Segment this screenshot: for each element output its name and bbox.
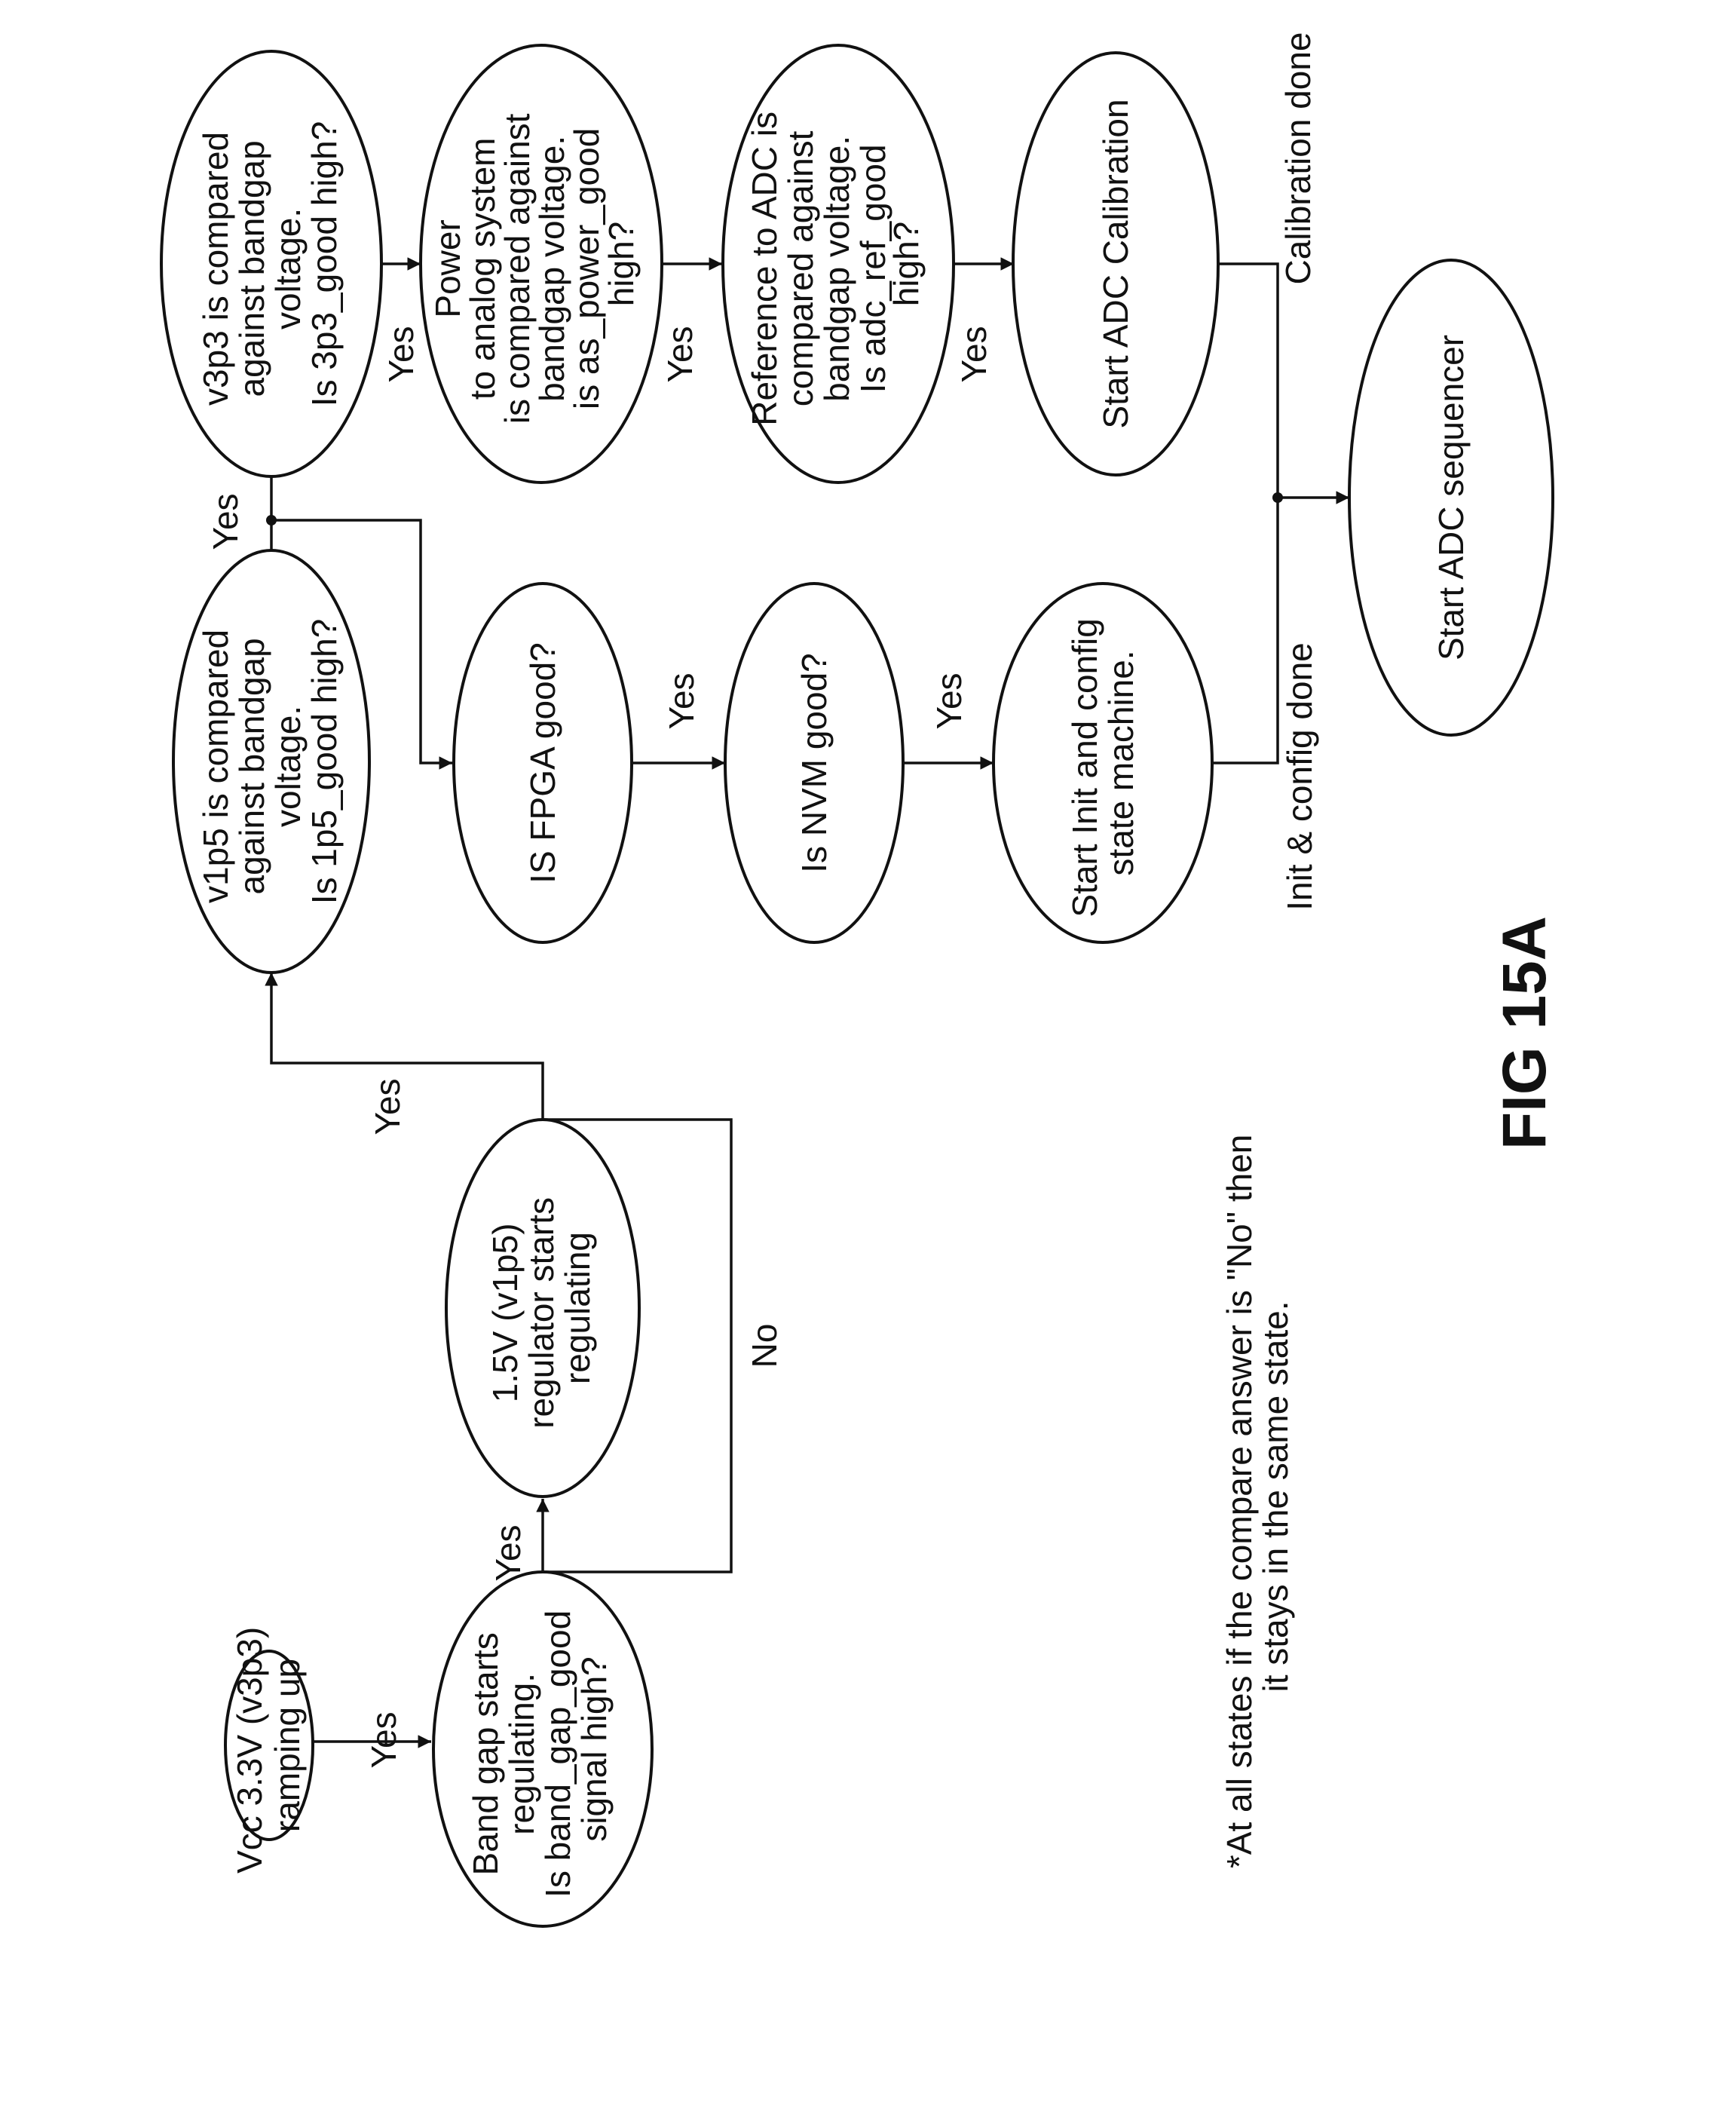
node-seq: Start ADC sequencer [1349, 260, 1553, 735]
power-line-2: to analog system [463, 138, 502, 400]
label-v3p3-power-yes: Yes [381, 326, 421, 382]
reg1p5-line-2: regulator starts [522, 1197, 561, 1429]
vcc-line-2: ramping up [268, 1659, 307, 1832]
fpga-line-1: IS FPGA good? [523, 642, 562, 884]
init-line-1: Start Init and config [1065, 618, 1104, 917]
bandgap-line-2: regulating. [502, 1673, 541, 1835]
label-fpga-nvm-yes: Yes [662, 673, 701, 729]
reg1p5-line-1: 1.5V (v1p5) [485, 1223, 525, 1402]
connectors [266, 264, 1349, 1742]
svg-text:v3p3 is compared against: v3p3 is compared against bandgap voltage… [196, 121, 344, 407]
adcref-line-5: high? [886, 222, 926, 307]
label-init-done: Init & config done [1280, 642, 1319, 910]
figure-label: FIG 15A [1490, 916, 1559, 1150]
node-reg1p5: 1.5V (v1p5) regulator starts regulating [446, 1120, 639, 1497]
power-line-3: is compared against [498, 113, 537, 424]
nvm-line-1: Is NVM good? [795, 653, 834, 872]
bandgap-line-3: Is band_gap_good [538, 1610, 577, 1898]
power-line-4: bandgap voltage. [532, 136, 571, 402]
node-v1p5: v1p5 is compared against bandgap voltage… [173, 550, 369, 973]
svg-text:Start ADC Calibration: Start ADC Calibration [1096, 99, 1135, 428]
label-power-adcref-yes: Yes [660, 326, 700, 382]
label-calib-done: Calibration done [1278, 32, 1318, 284]
calib-line-1: Start ADC Calibration [1096, 99, 1135, 428]
node-power: Power to analog system is compared again… [421, 45, 662, 483]
edge-reg-v1p5 [271, 973, 543, 1120]
svg-text:Start ADC sequencer: Start ADC sequencer [1431, 335, 1471, 660]
node-nvm: Is NVM good? [725, 584, 903, 942]
footnote: *At all states if the compare answer is … [1220, 1125, 1295, 1868]
edge-calib-merge [1218, 264, 1278, 498]
svg-text:IS FPGA good?: IS FPGA good? [523, 642, 562, 884]
label-reg-v1p5-yes: Yes [368, 1078, 407, 1135]
bandgap-line-1: Band gap starts [466, 1632, 505, 1875]
label-adcref-calib-yes: Yes [954, 326, 994, 382]
init-line-2: state machine. [1101, 650, 1140, 875]
node-bandgap: Band gap starts regulating. Is band_gap_… [433, 1572, 652, 1926]
label-nvm-init-yes: Yes [929, 673, 969, 729]
v3p3-line-4: Is 3p3_good high? [305, 121, 344, 407]
adcref-line-3: bandgap voltage. [817, 136, 856, 402]
svg-text:Start Init and config st: Start Init and config state machine. [1065, 608, 1140, 917]
junction-dot-merge [1272, 492, 1283, 503]
node-init: Start Init and config state machine. [994, 584, 1212, 942]
reg1p5-line-3: regulating [558, 1232, 597, 1384]
v1p5-line-3: voltage. [268, 706, 308, 827]
adcref-line-1: Reference to ADC is [745, 112, 784, 426]
v3p3-line-2: against bandgap [232, 140, 271, 397]
svg-text:v1p5 is compared against: v1p5 is compared against bandgap voltage… [196, 619, 344, 905]
v1p5-line-2: against bandgap [232, 638, 271, 894]
node-v3p3: v3p3 is compared against bandgap voltage… [161, 51, 381, 476]
power-line-5: is as_power_good [567, 128, 606, 409]
seq-line-1: Start ADC sequencer [1431, 335, 1471, 660]
power-line-6: high? [602, 222, 641, 307]
footnote-line-1: *At all states if the compare answer is … [1220, 1135, 1259, 1869]
vcc-line-1: Vcc 3.3V (v3p3) [230, 1627, 269, 1874]
junction-dot-v1p5 [266, 515, 277, 525]
v1p5-line-4: Is 1p5_good high? [305, 619, 344, 905]
label-vcc-bandgap-yes: Yes [364, 1711, 403, 1768]
label-v1p5-yes: Yes [206, 493, 245, 550]
bandgap-line-4: signal high? [574, 1656, 614, 1842]
edge-init-merge [1212, 498, 1278, 763]
node-adcref: Reference to ADC is compared against ban… [723, 45, 954, 483]
v1p5-line-1: v1p5 is compared [196, 630, 235, 903]
power-line-1: Power [428, 219, 467, 317]
v3p3-line-3: voltage. [268, 208, 308, 329]
label-reg-no: No [745, 1324, 784, 1368]
svg-text:*At all states if the compare: *At all states if the compare answer is … [1220, 1125, 1295, 1868]
v3p3-line-1: v3p3 is compared [196, 132, 235, 406]
svg-text:Vcc 3.3V (v3p3) ramping: Vcc 3.3V (v3p3) ramping up [230, 1617, 307, 1874]
footnote-line-2: it stays in the same state. [1256, 1301, 1295, 1692]
label-bandgap-reg-yes: Yes [488, 1524, 528, 1581]
node-calib: Start ADC Calibration [1013, 53, 1218, 475]
node-fpga: IS FPGA good? [454, 584, 632, 942]
adcref-line-2: compared against [781, 130, 820, 406]
node-vcc: Vcc 3.3V (v3p3) ramping up [225, 1617, 313, 1874]
svg-text:Is NVM good?: Is NVM good? [795, 653, 834, 872]
